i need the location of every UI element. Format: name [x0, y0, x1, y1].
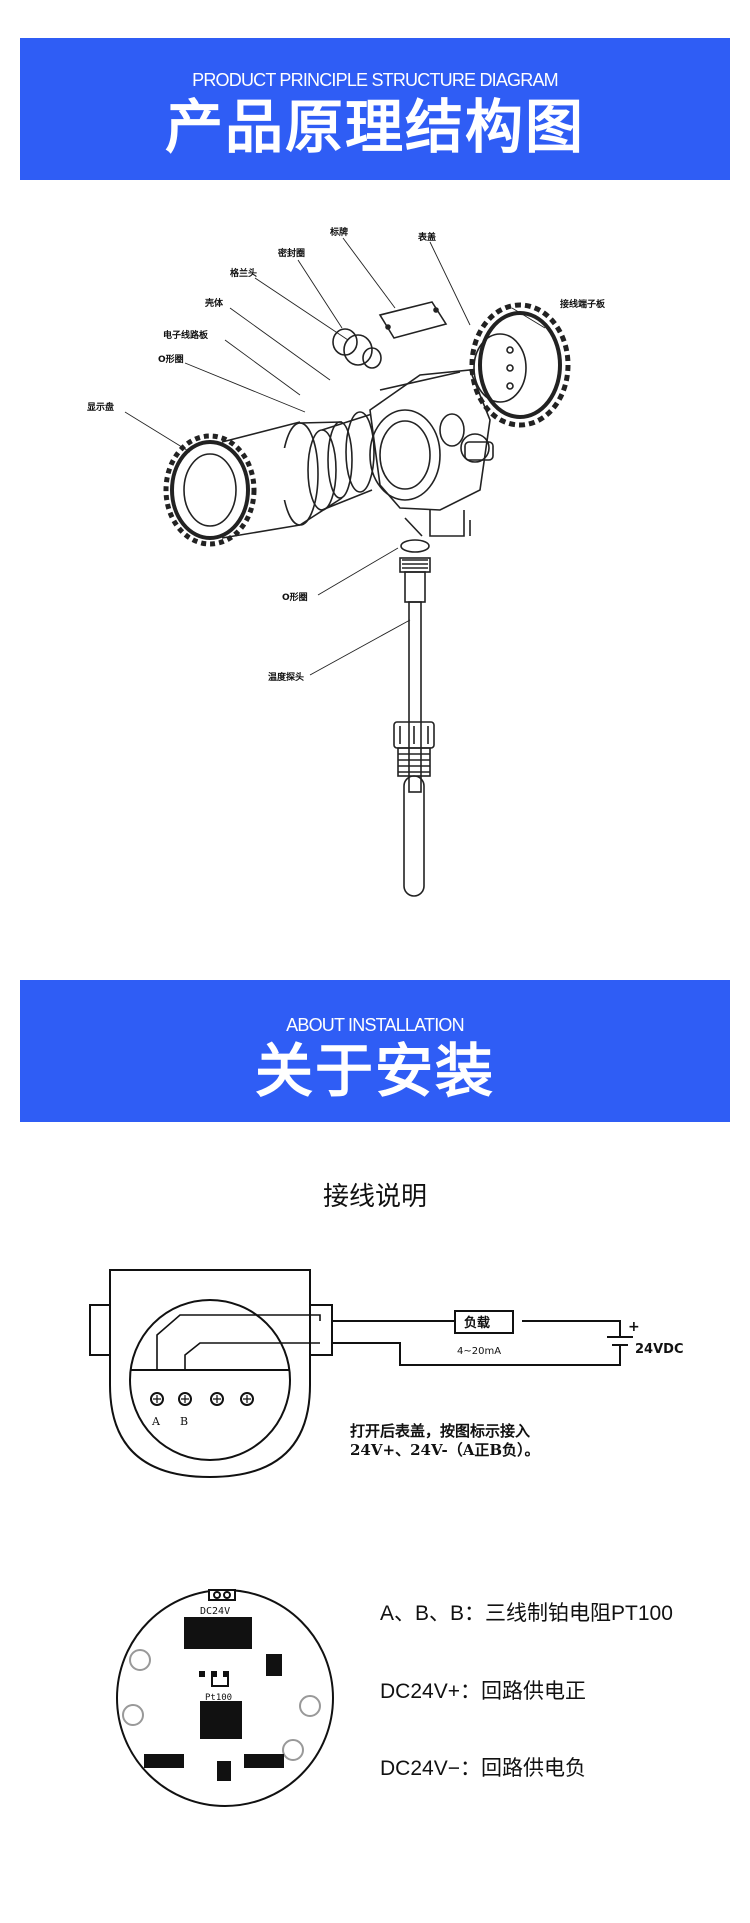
legend-desc: 回路供电负: [480, 1757, 586, 1780]
label-seal: 密封圈: [277, 247, 305, 259]
load-box: [454, 1310, 514, 1334]
circuit-board-diagram: DC24V Pt100: [116, 1589, 334, 1807]
legend-row-negative: DC24V−：回路供电负: [380, 1752, 586, 1782]
label-terminal-board: 接线端子板: [560, 298, 606, 310]
structure-diagram-zh-title: 产品原理结构图: [164, 93, 585, 161]
legend-desc: 回路供电正: [480, 1680, 586, 1703]
temperature-probe: [393, 539, 435, 897]
legend-desc: 三线制铂电阻PT100: [485, 1602, 673, 1625]
voltage-label: 24VDC: [635, 1342, 683, 1357]
installation-banner: ABOUT INSTALLATION 关于安装: [20, 980, 730, 1122]
plus-sign: +: [628, 1319, 640, 1335]
wiring-note: 打开后表盖，按图标示接入 24V+、24V-（A正B负）。: [350, 1422, 540, 1459]
label-o-ring-2: O形圈: [282, 591, 308, 603]
legend-key: DC24V+：: [380, 1680, 481, 1703]
wiring-title: 接线说明: [322, 1182, 427, 1212]
leader-lines: [124, 237, 546, 676]
current-range: 4~20mA: [457, 1346, 501, 1357]
label-o-ring-1: O形圈: [158, 353, 184, 365]
display-cover: [163, 421, 319, 547]
wiring-diagram: 负载 4~20mA + 24VDC A B: [89, 1269, 683, 1479]
label-temperature-probe: 温度探头: [268, 671, 304, 683]
board-voltage-label: DC24V: [200, 1606, 230, 1617]
board-sensor-label: Pt100: [205, 1693, 232, 1703]
label-shell: 壳体: [204, 297, 224, 309]
exploded-structure-diagram: 标牌 表盖 密封圈 格兰头 壳体 接线端子板 电子线路板 O形圈 显示盘 O形圈…: [87, 226, 606, 897]
label-sign: 标牌: [329, 226, 348, 238]
label-display: 显示盘: [87, 401, 114, 413]
rear-cover: [469, 302, 571, 428]
terminal-a-label: A: [151, 1415, 161, 1428]
structure-diagram-banner: PRODUCT PRINCIPLE STRUCTURE DIAGRAM 产品原理…: [20, 38, 730, 180]
label-flange: 格兰头: [230, 267, 257, 279]
circuit-board-stack: [299, 411, 375, 526]
load-label: 负载: [464, 1315, 490, 1331]
label-cover: 表盖: [417, 231, 436, 243]
legend-key: A、B、B：: [380, 1602, 486, 1625]
installation-zh-title: 关于安装: [254, 1037, 495, 1105]
legend-key: DC24V−：: [380, 1757, 481, 1780]
sign-plate: [378, 301, 448, 339]
legend-row-pt100: A、B、B：三线制铂电阻PT100: [380, 1597, 673, 1627]
installation-en-title: ABOUT INSTALLATION: [286, 1015, 464, 1035]
enclosure-outline: [109, 1269, 311, 1479]
cable-gland: [332, 328, 382, 369]
terminal-chamber: [129, 1299, 291, 1461]
structure-diagram-en-title: PRODUCT PRINCIPLE STRUCTURE DIAGRAM: [192, 70, 559, 90]
label-circuit-board: 电子线路板: [163, 329, 209, 341]
legend-row-positive: DC24V+：回路供电正: [380, 1675, 586, 1705]
housing-body: [369, 369, 494, 537]
terminal-b-label: B: [180, 1415, 188, 1428]
